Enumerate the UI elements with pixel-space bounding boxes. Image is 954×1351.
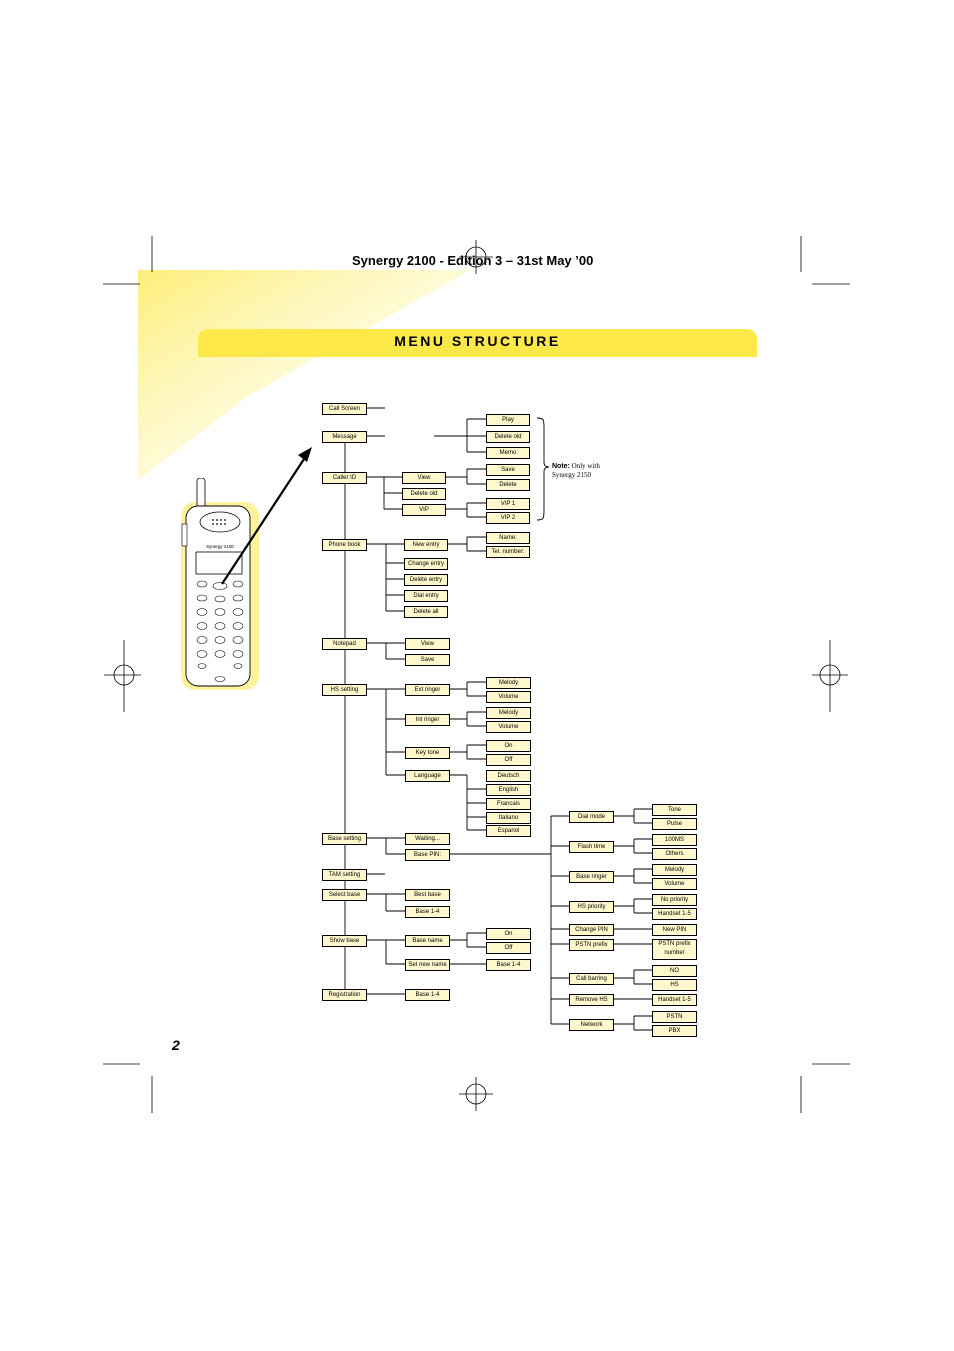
note-label: Note: bbox=[552, 463, 570, 470]
menu-call-screen: Call Screen bbox=[322, 403, 367, 415]
phone-illustration: Synergy 2100 bbox=[181, 478, 259, 690]
pin-hs-priority: HS priority bbox=[569, 901, 614, 913]
ext-volume: Volume bbox=[486, 691, 531, 703]
pb-new-entry: New entry bbox=[404, 539, 448, 551]
registration-base-1-4: Base 1-4 bbox=[405, 989, 450, 1001]
lang-espanol: Espanol bbox=[486, 825, 531, 837]
keytone-off: Off bbox=[486, 754, 531, 766]
pstn-prefix-number: PSTN prefix number bbox=[652, 939, 697, 960]
document-header: Synergy 2100 - Edition 3 – 31st May ’00 bbox=[352, 253, 594, 268]
vip-brace bbox=[536, 417, 550, 521]
basename-off: Off bbox=[486, 942, 531, 954]
pb-name: Name: bbox=[486, 532, 530, 544]
menu-phone-book: Phone book bbox=[322, 539, 367, 551]
flash-100ms: 100MS bbox=[652, 834, 697, 846]
newname-base-1-4: Base 1-4 bbox=[486, 959, 531, 971]
base-pin: Base PIN: bbox=[405, 849, 450, 861]
message-memo: Memo bbox=[486, 447, 530, 459]
bring-volume: Volume bbox=[652, 878, 697, 890]
network-pbx: PBX bbox=[652, 1025, 697, 1037]
keytone-on: On bbox=[486, 740, 531, 752]
lang-italiano: Italiano bbox=[486, 812, 531, 824]
bring-melody: Melody bbox=[652, 864, 697, 876]
pin-call-barring: Call barring bbox=[569, 973, 614, 985]
pin-pstn-prefix: PSTN prefix bbox=[569, 939, 614, 951]
barring-hs: HS bbox=[652, 979, 697, 991]
dial-tone: Tone bbox=[652, 804, 697, 816]
lang-deutsch: Deutsch bbox=[486, 770, 531, 782]
pin-base-ringer: Base ringer bbox=[569, 871, 614, 883]
network-pstn: PSTN bbox=[652, 1011, 697, 1023]
pin-remove-hs: Remove HS bbox=[569, 994, 614, 1006]
yellow-wedge bbox=[138, 270, 470, 480]
banner-title: MENU STRUCTURE bbox=[394, 333, 561, 349]
base-waiting: Waiting... bbox=[405, 833, 450, 845]
select-best-base: Best base bbox=[405, 889, 450, 901]
crop-marks bbox=[103, 236, 850, 1113]
lang-francais: Francais bbox=[486, 798, 531, 810]
pb-tel-number: Tel. number: bbox=[486, 546, 530, 558]
flash-others: Others bbox=[652, 848, 697, 860]
pin-network: Network bbox=[569, 1019, 614, 1031]
caller-view-delete: Delete bbox=[486, 479, 530, 491]
ext-melody: Melody bbox=[486, 677, 531, 689]
pb-delete-all: Delete all bbox=[404, 606, 448, 618]
caller-view-save: Save bbox=[486, 464, 530, 476]
message-delete-old: Delete old bbox=[486, 431, 530, 443]
menu-caller-id: Caller ID bbox=[322, 472, 367, 484]
page-number: 2 bbox=[172, 1037, 180, 1053]
change-pin-new: New PIN bbox=[652, 924, 697, 936]
lang-english: English bbox=[486, 784, 531, 796]
prio-handset: Handset 1-5 bbox=[652, 908, 697, 920]
select-base-1-4: Base 1-4 bbox=[405, 906, 450, 918]
hs-int-ringer: Int ringer bbox=[405, 714, 450, 726]
int-melody: Melody bbox=[486, 707, 531, 719]
pin-flash-time: Flash time bbox=[569, 841, 614, 853]
barring-no: NO bbox=[652, 965, 697, 977]
pb-delete-entry: Delete entry bbox=[404, 574, 448, 586]
menu-tam-setting: TAM setting bbox=[322, 869, 367, 881]
menu-structure-banner: MENU STRUCTURE bbox=[198, 329, 757, 357]
pin-dial-mode: Dial mode bbox=[569, 811, 614, 823]
show-set-new-name: Set new name bbox=[405, 959, 450, 971]
menu-registration: Registration bbox=[322, 989, 367, 1001]
menu-notepad: Notepad bbox=[322, 638, 367, 650]
menu-hs-setting: HS setting bbox=[322, 684, 367, 696]
int-volume: Volume bbox=[486, 721, 531, 733]
hs-language: Language bbox=[405, 770, 450, 782]
caller-vip-1: VIP 1 bbox=[486, 498, 530, 510]
menu-show-base: Show base bbox=[322, 935, 367, 947]
basename-on: On bbox=[486, 928, 531, 940]
notepad-save: Save bbox=[405, 654, 450, 666]
note-line-2: Synergy 2150 bbox=[552, 471, 591, 479]
dial-pulse: Pulse bbox=[652, 818, 697, 830]
caller-vip: VIP bbox=[402, 504, 446, 516]
caller-vip-2: VIP 2 bbox=[486, 512, 530, 524]
pb-dial-entry: Dial entry bbox=[404, 590, 448, 602]
message-play: Play bbox=[486, 414, 530, 426]
phone-model-label: Synergy 2100 bbox=[206, 544, 234, 549]
hs-ext-ringer: Ext ringer bbox=[405, 684, 450, 696]
remove-handset: Handset 1-5 bbox=[652, 994, 697, 1006]
notepad-view: View bbox=[405, 638, 450, 650]
caller-view: View bbox=[402, 472, 446, 484]
menu-base-setting: Base setting bbox=[322, 833, 367, 845]
caller-delete-old: Delete old bbox=[402, 488, 446, 500]
show-base-name: Base name bbox=[405, 935, 450, 947]
pin-change-pin: Change PIN bbox=[569, 924, 614, 936]
pb-change-entry: Change entry bbox=[404, 558, 448, 570]
menu-select-base: Select base bbox=[322, 889, 367, 901]
prio-no-priority: No priority bbox=[652, 894, 697, 906]
hs-key-tone: Key tone bbox=[405, 747, 450, 759]
note-line-1: Only with bbox=[571, 462, 600, 470]
menu-message: Message bbox=[322, 431, 367, 443]
